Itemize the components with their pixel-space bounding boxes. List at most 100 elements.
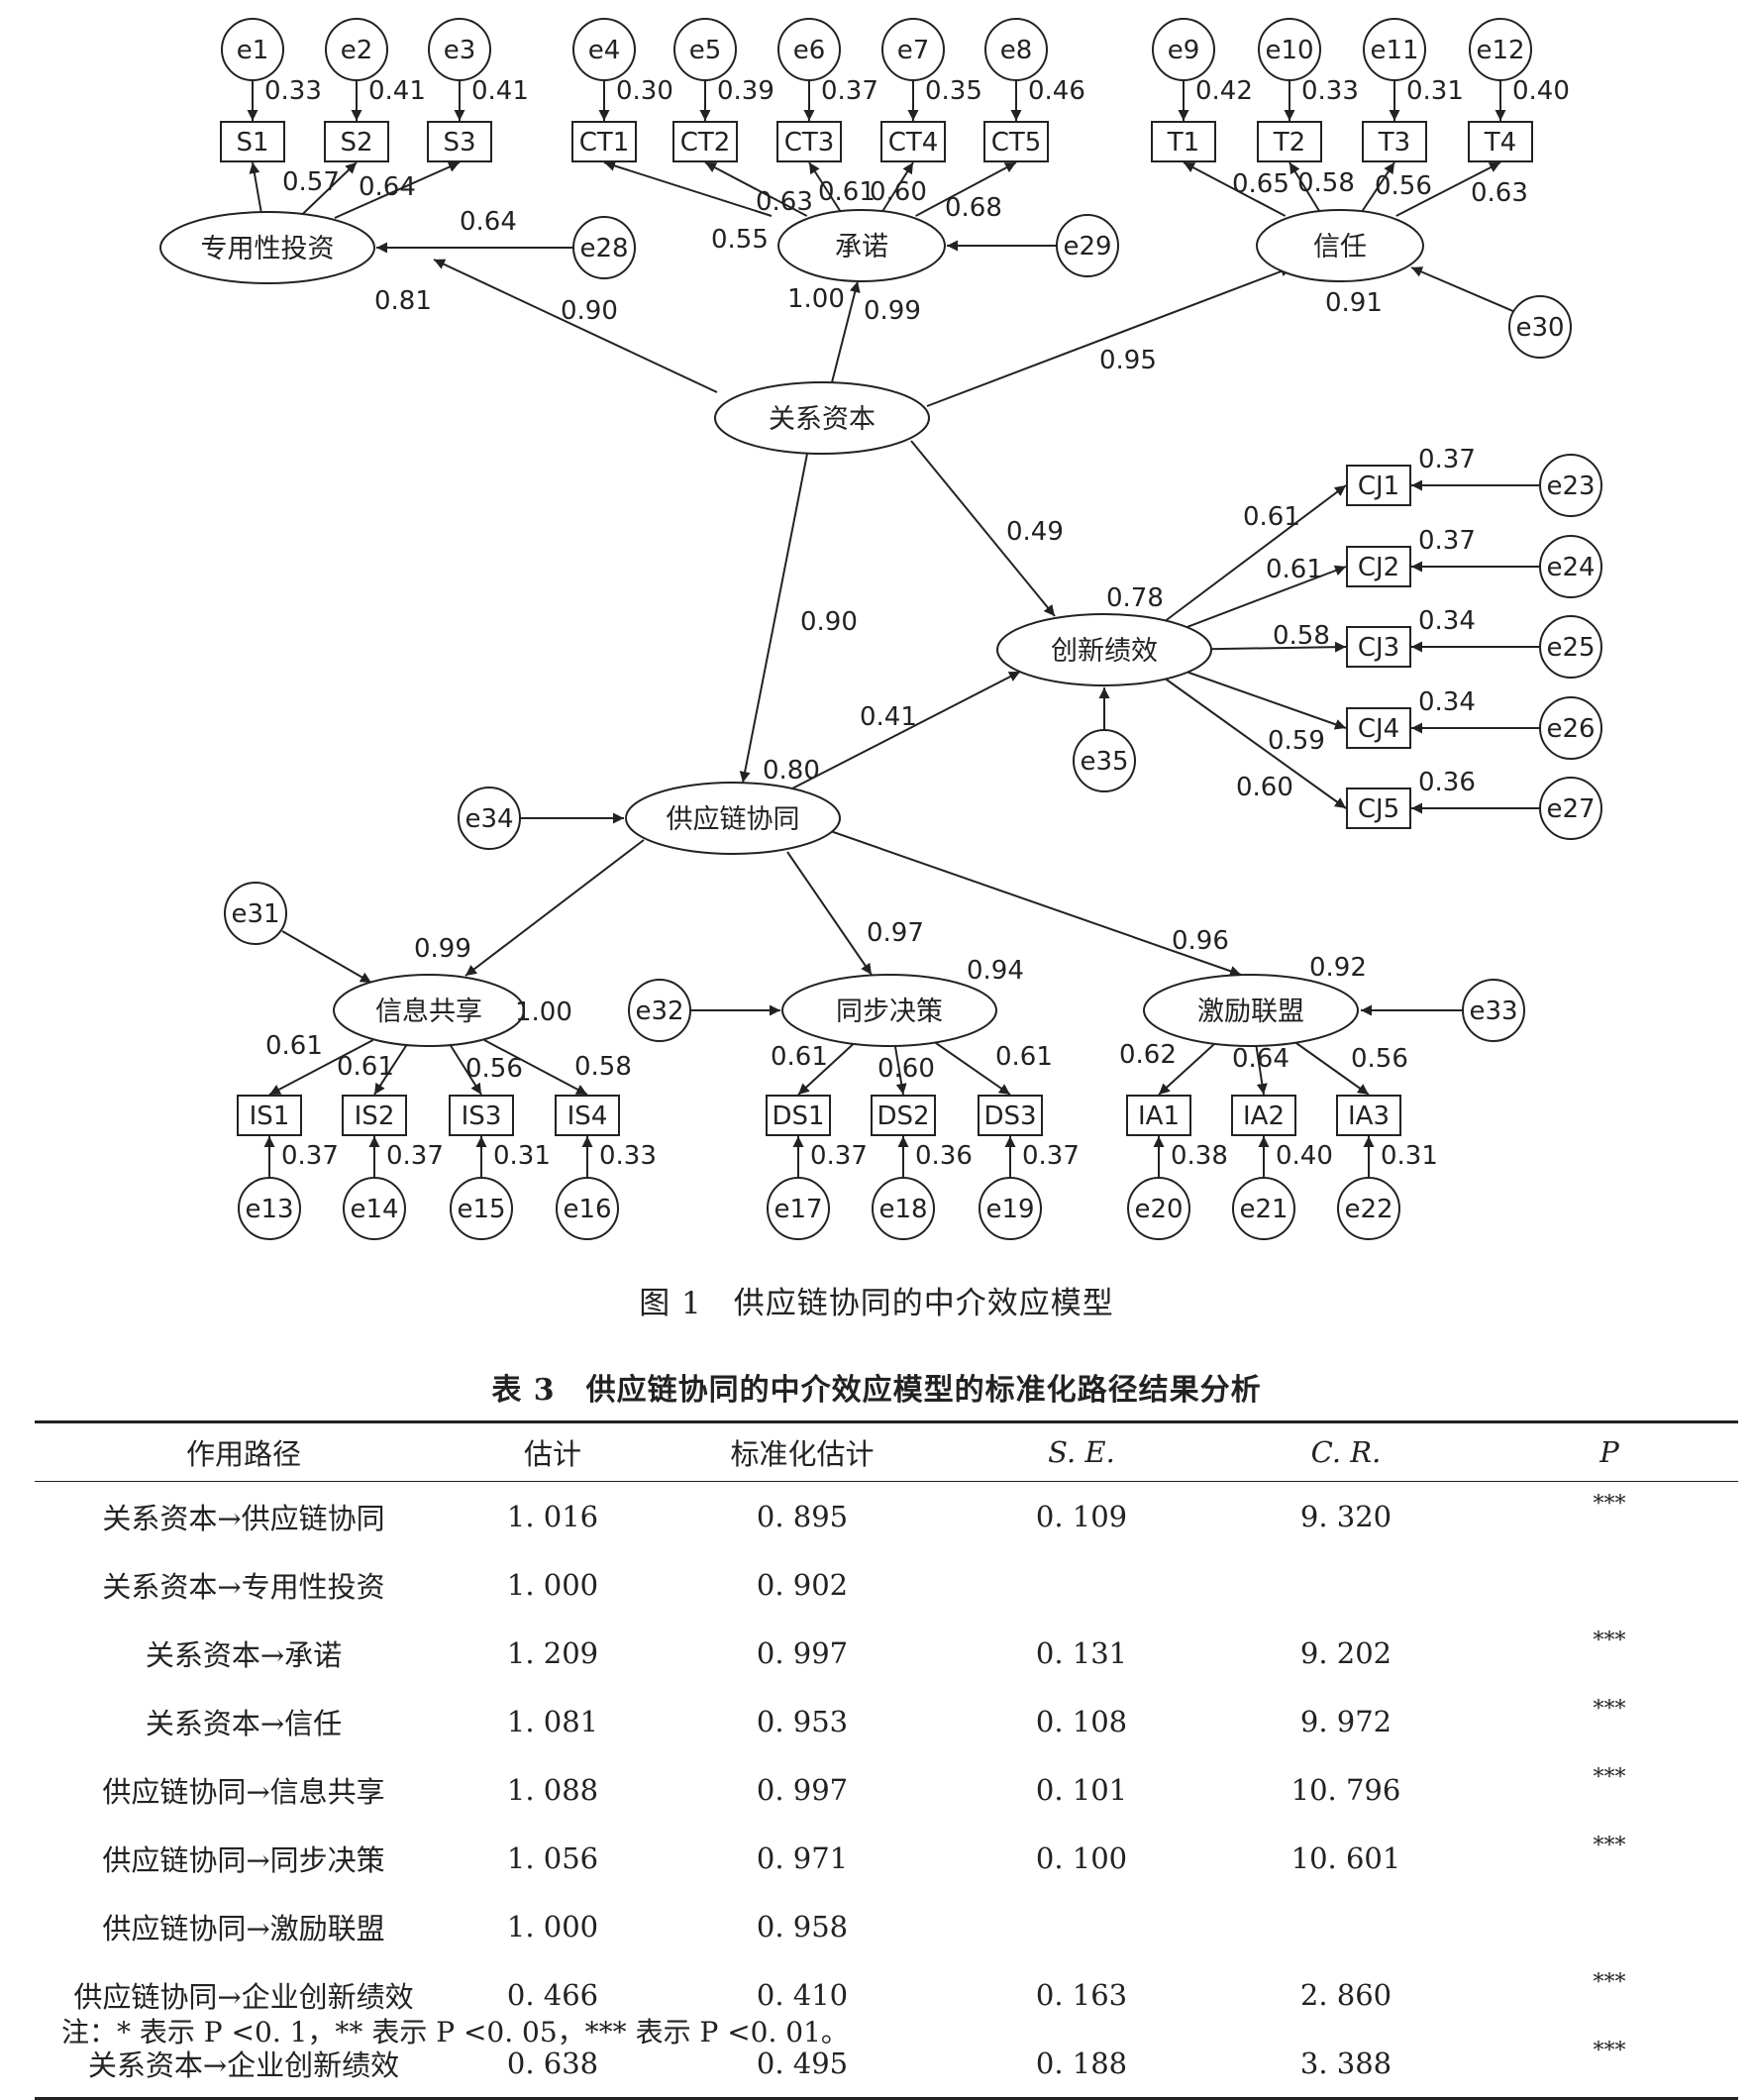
loading-value: 0.58	[1273, 621, 1330, 651]
path-cell: 关系资本→信任	[145, 1706, 343, 1740]
indicator-label: IA3	[1348, 1102, 1390, 1131]
loading-path	[1291, 1039, 1370, 1096]
error-loading-value: 0.33	[599, 1141, 657, 1171]
cr-cell: 3. 388	[1211, 2029, 1481, 2100]
latent-label: 信任	[1313, 232, 1367, 262]
error-loading-value: 0.37	[1418, 526, 1476, 556]
latent-node	[777, 209, 946, 282]
latent-label: 同步决策	[836, 997, 943, 1027]
error-label: e22	[1344, 1195, 1392, 1224]
table-title: 表 3 供应链协同的中介效应模型的标准化路径结果分析	[491, 1373, 1262, 1408]
error-loading-value: 0.36	[915, 1141, 973, 1171]
error-node	[1462, 979, 1525, 1042]
structural-path	[910, 440, 1056, 617]
indicator-label: S1	[236, 128, 268, 158]
loading-path	[1254, 1039, 1268, 1096]
error-label: e5	[689, 36, 722, 65]
error-label: e18	[878, 1195, 927, 1224]
cr-cell	[1211, 1892, 1481, 1960]
indicator-label: IS3	[462, 1102, 502, 1131]
se-cell: 0. 131	[1035, 1635, 1128, 1670]
loading-path	[915, 161, 1017, 217]
se-cell: 0. 188	[952, 2029, 1211, 2100]
indicator-box	[1231, 1095, 1296, 1136]
loading-path	[878, 161, 914, 217]
latent-label: 激励联盟	[1197, 997, 1304, 1027]
error-node	[872, 1177, 935, 1240]
error-node	[1258, 18, 1321, 81]
se-cell	[952, 1892, 1211, 1960]
std-estimate-cell: 0. 971	[756, 1840, 849, 1875]
indicator-box	[1346, 546, 1411, 587]
error-loading-value: 0.38	[1171, 1141, 1228, 1171]
error-label: e13	[245, 1195, 293, 1224]
std-estimate-cell: 0. 997	[756, 1772, 849, 1807]
header-p: P	[1481, 1420, 1738, 1482]
error-loading-value: 0.30	[616, 76, 673, 106]
error-label: e16	[563, 1195, 611, 1224]
indicator-box	[672, 121, 738, 162]
path-cell: 关系资本→承诺	[145, 1637, 343, 1672]
estimate-cell: 0. 466	[506, 1977, 599, 2012]
std-estimate-cell: 0. 997	[756, 1635, 849, 1670]
error-loading-value: 0.35	[925, 76, 982, 106]
loading-path	[1358, 161, 1395, 217]
loading-value: 0.61	[265, 1031, 323, 1061]
path-cell: 供应链协同→企业创新绩效	[73, 1979, 414, 2014]
header-path: 作用路径	[35, 1420, 453, 1482]
loading-value: 0.58	[1297, 168, 1355, 198]
structural-path	[791, 671, 1021, 789]
error-node	[238, 1177, 301, 1240]
std-estimate-cell: 0. 902	[756, 1567, 849, 1602]
path-cell: 供应链协同→同步决策	[102, 1842, 385, 1877]
error-node	[777, 18, 841, 81]
loading-value: 0.65	[1232, 169, 1289, 199]
error-label: e3	[444, 36, 476, 65]
path-value: 0.90	[800, 607, 858, 637]
error-node	[1539, 615, 1602, 679]
error-label: e23	[1546, 472, 1595, 501]
error-label: e14	[350, 1195, 398, 1224]
loading-path	[334, 161, 461, 219]
error-label: e32	[635, 997, 683, 1026]
p-cell: ***	[1593, 1628, 1626, 1653]
indicator-box	[449, 1095, 514, 1136]
indicator-box	[1257, 121, 1322, 162]
latent-node	[1256, 209, 1424, 282]
latent-label: 承诺	[835, 232, 888, 262]
error-node	[881, 18, 945, 81]
error-label: e31	[231, 899, 279, 929]
r2-value: 0.94	[967, 956, 1024, 986]
se-cell: 0. 163	[1035, 1977, 1128, 2012]
indicator-box	[427, 121, 492, 162]
error-label: e6	[793, 36, 826, 65]
indicator-label: CJ5	[1358, 794, 1399, 824]
error-label: e4	[588, 36, 621, 65]
error-label: e28	[579, 234, 628, 263]
loading-value: 0.58	[574, 1052, 632, 1082]
cr-cell	[1211, 1550, 1481, 1619]
indicator-label: CJ1	[1358, 472, 1399, 501]
indicator-box	[1346, 707, 1411, 749]
r2-value: 1.00	[515, 998, 572, 1027]
error-node	[1539, 454, 1602, 517]
indicator-box	[237, 1095, 302, 1136]
loading-path	[1163, 663, 1347, 730]
latent-label: 专用性投资	[201, 234, 335, 264]
path-cell: 供应链协同→信息共享	[102, 1774, 385, 1809]
error-node	[325, 18, 388, 81]
structural-path	[926, 265, 1292, 407]
indicator-box	[1151, 121, 1216, 162]
indicator-label: CT3	[784, 128, 835, 158]
indicator-label: T3	[1378, 128, 1410, 158]
indicator-label: DS1	[772, 1102, 824, 1131]
error-node	[1056, 214, 1119, 277]
error-loading-value: 0.46	[1028, 76, 1085, 106]
loading-value: 0.61	[337, 1052, 394, 1082]
r2-value: 0.80	[763, 756, 820, 786]
indicator-box	[1346, 626, 1411, 668]
indicator-box	[555, 1095, 620, 1136]
